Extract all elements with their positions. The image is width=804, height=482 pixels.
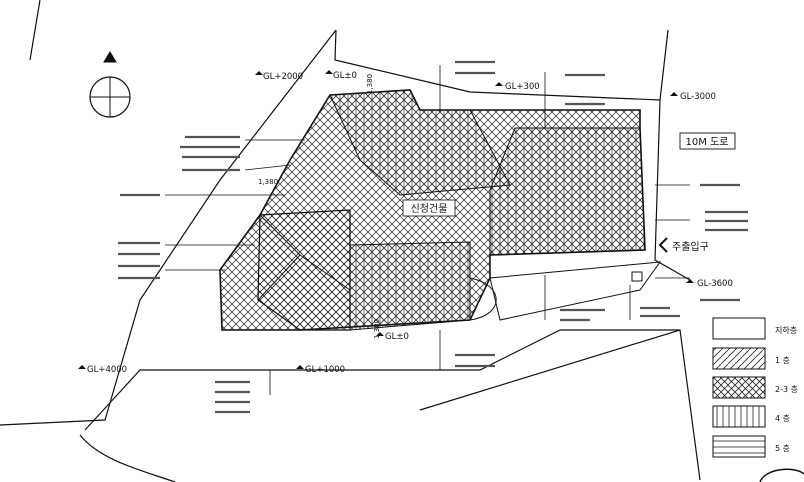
legend-swatch-basement [712, 317, 766, 340]
entrance-label: 주출입구 [672, 240, 709, 253]
seal-stamp [759, 468, 804, 482]
legend-swatch-floor4 [712, 405, 766, 428]
legend-swatch-floor2-3 [712, 376, 766, 399]
building-label-box [402, 199, 456, 217]
legend-swatch-floor5 [712, 435, 766, 458]
legend-label-basement: 지하층 [775, 325, 797, 335]
level-gl-m3600: GL-3600 [697, 279, 733, 289]
legend-label-floor2-3: 2-3 층 [775, 385, 798, 394]
road-label: 10M 도로 [686, 137, 729, 148]
legend: 지하층 1 층 2-3 층 4 층 5 층 [712, 317, 798, 458]
leader-lines [165, 65, 690, 395]
level-gl-0-bottom: GL±0 [385, 332, 409, 342]
level-gl-0-top: GL±0 [333, 71, 357, 81]
building-name: 신청건물 [411, 203, 448, 215]
legend-swatch-floor1 [712, 347, 766, 370]
level-marker-icons [78, 70, 694, 369]
road-label-box [679, 132, 736, 150]
dimension-1380-bottom: 1,380 [373, 319, 381, 339]
annotation-marks [118, 60, 748, 414]
legend-label-floor1: 1 층 [775, 356, 790, 365]
legend-label-floor5: 5 층 [775, 444, 790, 453]
level-gl-2000: GL+2000 [263, 72, 303, 82]
site-boundary [0, 0, 701, 482]
building-footprint [219, 89, 662, 331]
gate-symbol [631, 271, 643, 282]
dimension-1380-left: 1,380 [258, 178, 278, 186]
entrance-arrow-icon [658, 237, 668, 253]
level-gl-4000: GL+4000 [87, 365, 127, 375]
north-arrow-icon [89, 51, 131, 118]
level-gl-m3000: GL-3000 [680, 92, 716, 102]
level-gl-300: GL+300 [505, 82, 540, 92]
level-gl-1000: GL+1000 [305, 365, 345, 375]
dimension-1380-top: 1,380 [366, 74, 374, 94]
legend-label-floor4: 4 층 [775, 414, 790, 423]
